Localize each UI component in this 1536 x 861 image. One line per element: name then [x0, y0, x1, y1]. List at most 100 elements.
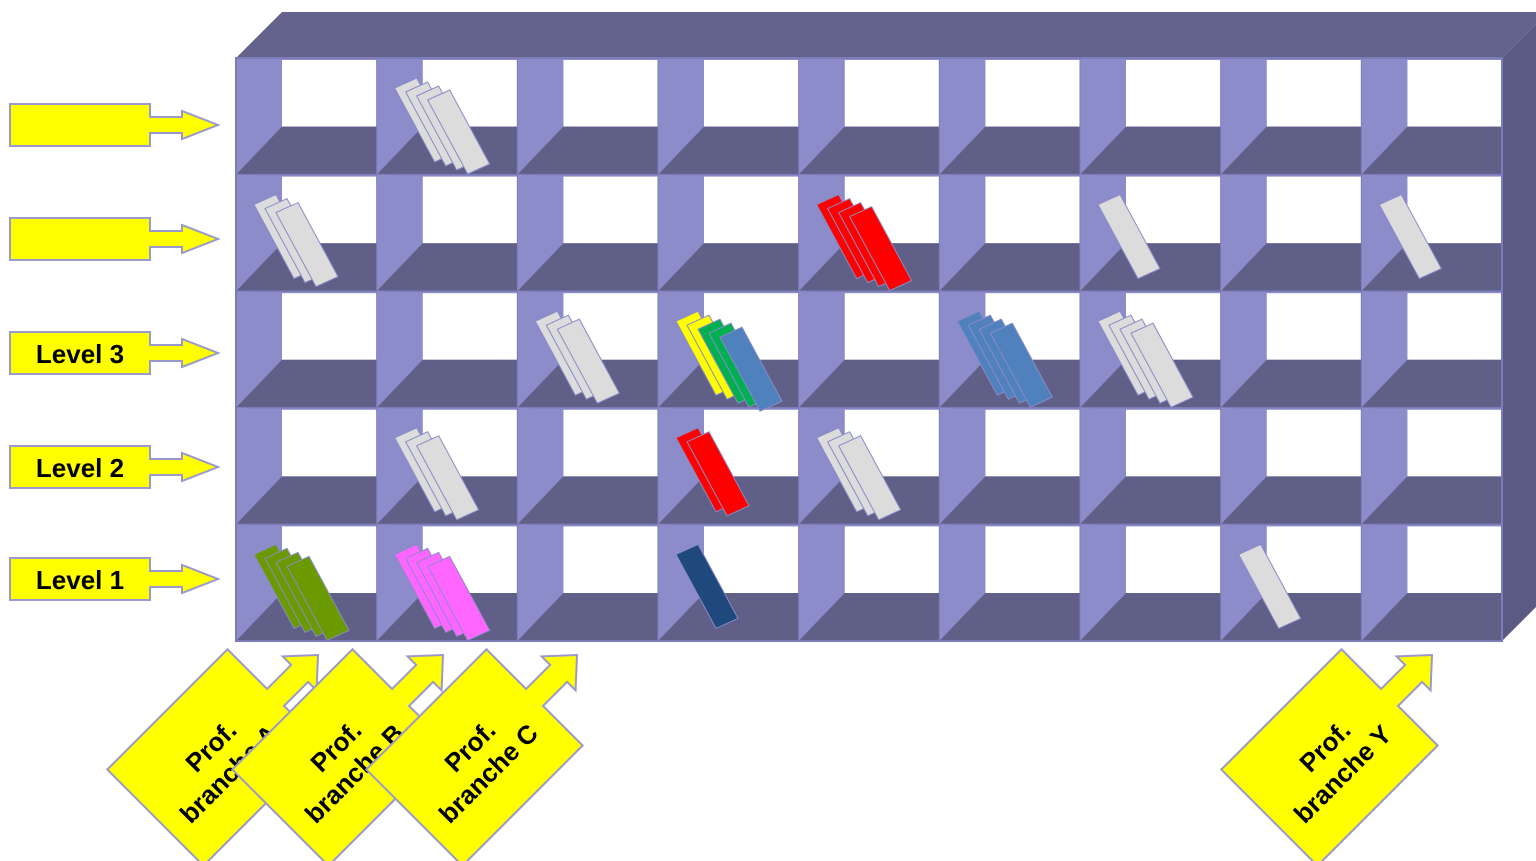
compartment-back: [1407, 409, 1502, 477]
compartment-post: [658, 58, 704, 175]
shelf-compartment: [516, 524, 658, 642]
shelf: [235, 12, 1536, 642]
compartment-back: [985, 176, 1080, 244]
folder-group: [393, 77, 491, 175]
compartment-floor: [517, 476, 658, 525]
folder-group: [815, 427, 902, 521]
compartment-floor: [658, 126, 799, 175]
compartment-floor: [517, 243, 658, 292]
level-arrows: Level 3 Level 2 Level 1: [9, 103, 221, 601]
arrow-shape: [1219, 647, 1440, 861]
arrow-shape: [9, 557, 221, 601]
compartment-post: [1361, 58, 1408, 175]
compartment-post: [939, 407, 986, 525]
folder-group: [393, 427, 480, 521]
compartment-post: [236, 407, 282, 525]
compartment-back: [1266, 409, 1362, 477]
compartment-post: [1220, 58, 1267, 175]
shelf-compartment: [798, 291, 940, 409]
shelf-outline: [235, 57, 1503, 642]
folder-group: [956, 310, 1054, 408]
compartment-back: [704, 60, 799, 127]
folder: [1237, 543, 1302, 630]
compartment-floor: [517, 126, 658, 175]
folder: [1097, 193, 1161, 280]
compartment-back: [704, 526, 799, 593]
compartment-post: [939, 174, 986, 292]
folder: [426, 555, 491, 642]
level-arrow-2: [9, 217, 221, 261]
compartment-floor: [517, 593, 658, 641]
compartment-floor: [1220, 243, 1362, 292]
compartment-floor: [236, 126, 377, 175]
compartment-back: [1266, 526, 1362, 593]
shelf-compartment: [1220, 58, 1362, 176]
folder: [275, 201, 339, 288]
compartment-floor: [798, 359, 940, 408]
shelf-top-face: [236, 12, 1536, 58]
shelf-compartment: [376, 174, 518, 292]
compartment-back: [422, 176, 518, 244]
compartment-floor: [1080, 476, 1221, 525]
folder: [719, 326, 783, 412]
compartment-back: [1126, 60, 1221, 127]
compartment-back: [563, 60, 658, 127]
compartment-post: [376, 174, 423, 292]
shelf-compartment: [1079, 174, 1221, 292]
compartment-post: [1220, 407, 1267, 525]
shelf-compartment: [1079, 407, 1221, 526]
arrow-shape: [230, 647, 451, 861]
compartment-back: [282, 409, 377, 477]
compartment-post: [798, 58, 845, 175]
compartment-back: [1266, 176, 1362, 244]
shelf-side-face: [1502, 24, 1536, 641]
folder-group: [1097, 310, 1194, 408]
folder-group: [675, 543, 739, 630]
compartment-post: [236, 291, 282, 408]
folders: [253, 77, 1443, 642]
shelf-compartment: [235, 58, 377, 176]
level-arrow-3: Level 3: [9, 331, 221, 375]
compartment-floor: [798, 126, 940, 175]
shelf-compartment: [938, 174, 1080, 292]
compartment-post: [939, 58, 986, 175]
folder: [286, 555, 350, 642]
folder: [415, 435, 480, 521]
arrow-shape: [9, 103, 221, 147]
shelf-compartment: [516, 58, 658, 176]
shelf-compartment: [1360, 174, 1502, 292]
compartment-floor: [376, 243, 518, 292]
compartment-back: [282, 293, 377, 360]
compartment-post: [517, 407, 564, 525]
compartment-back: [844, 60, 940, 127]
folder-group: [1378, 193, 1443, 280]
compartment-post: [798, 524, 845, 641]
folder: [1130, 322, 1194, 408]
folder: [848, 205, 913, 292]
shelf-compartment: [938, 524, 1080, 642]
shelf-compartment: [516, 174, 658, 292]
arrow-shape: [9, 331, 221, 375]
folder: [1378, 193, 1443, 280]
folder: [426, 89, 491, 175]
compartment-back: [844, 293, 940, 360]
level-label: Level 1: [36, 565, 124, 595]
folder: [837, 435, 902, 521]
compartment-post: [1220, 291, 1267, 408]
compartment-floor: [939, 476, 1080, 525]
compartment-floor: [1361, 593, 1502, 641]
shelf-compartment: [657, 174, 799, 292]
compartment-post: [658, 174, 704, 292]
compartment-floor: [1361, 359, 1502, 408]
compartment-back: [1126, 176, 1221, 244]
shelf-compartment: [1079, 524, 1221, 642]
folder: [686, 431, 750, 517]
compartment-floor: [1361, 476, 1502, 525]
branch-arrows: Prof. branche A Prof. branche B Prof. br…: [105, 647, 1440, 861]
level-label: Level 3: [36, 339, 124, 369]
shelf-compartment: [938, 407, 1080, 526]
shelf-compartment: [1079, 58, 1221, 176]
compartment-post: [1080, 407, 1126, 525]
folder: [675, 543, 739, 630]
